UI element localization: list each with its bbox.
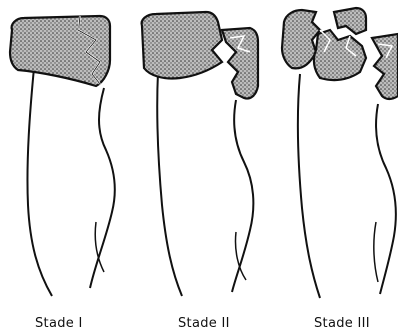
stage-1-shaft-left-edge [27,68,52,296]
stage-3-fragment-right [372,34,398,99]
stage-2-shaft-left-edge [157,72,182,296]
stage-2-drawing [142,12,258,296]
stage-2-shaft-right-edge [232,100,253,292]
stage-1-label: Stade I [35,316,83,332]
stage-3-shaft-right-edge [376,104,396,294]
stage-3-drawing [282,8,398,298]
stage-3-inner-line [374,222,378,282]
stage-3-fragment-center [314,30,366,80]
stage-3-shaft-left-edge [298,74,320,298]
stage-2-epiphysis-main [142,12,222,79]
stage-1-epiphysis-shaded [10,16,110,86]
stage-2-epiphysis-fragment [222,28,258,99]
stage-1-shaft-right-edge [90,88,115,288]
stage-3-fragment-top [334,8,366,34]
stage-2-label: Stade II [178,316,230,332]
stage-3-label: Stade III [314,316,370,332]
stage-1-drawing [10,16,115,296]
